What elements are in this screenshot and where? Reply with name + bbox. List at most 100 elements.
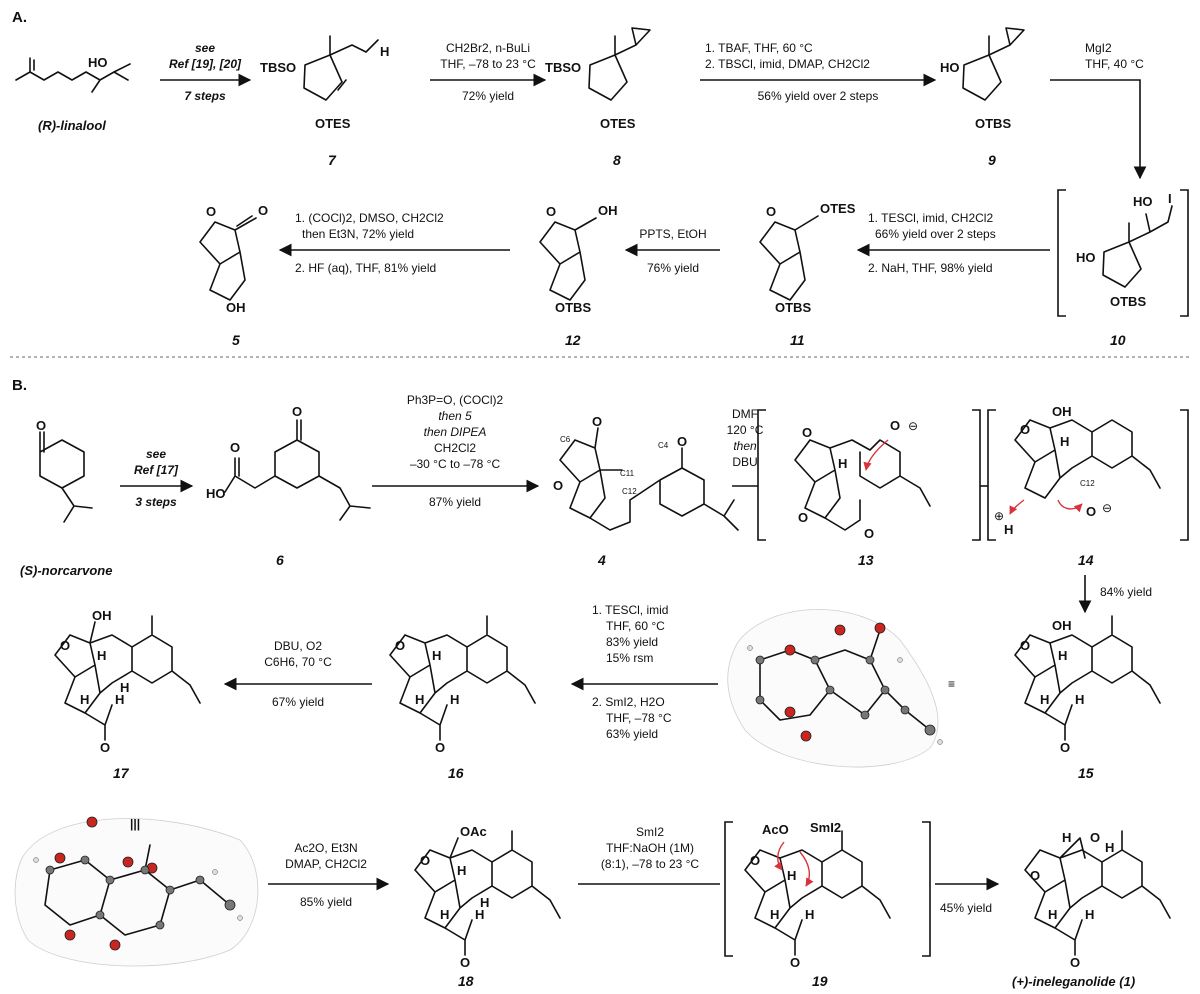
atom-oh: OH: [1052, 404, 1072, 419]
compound-6: HO O O 6: [206, 404, 371, 568]
atom-h-a: H: [457, 863, 466, 878]
svg-text:72% yield: 72% yield: [462, 89, 514, 103]
label-14: 14: [1078, 552, 1094, 568]
atom-c6: C6: [560, 435, 571, 444]
svg-text:see: see: [195, 41, 215, 55]
label-18: 18: [458, 973, 474, 989]
atom-ho: HO: [1076, 250, 1096, 265]
equivalence-symbol: ≡: [948, 677, 955, 691]
atom-o-ring: O: [802, 425, 812, 440]
svg-text:63% yield: 63% yield: [606, 727, 658, 741]
atom-otbs: OTBS: [555, 300, 591, 315]
svg-text:THF, 40 °C: THF, 40 °C: [1085, 57, 1144, 71]
conditions-step-9: Ph3P=O, (COCl)2 then 5 then DIPEA CH2Cl2…: [407, 393, 504, 509]
equivalence-symbol-vertical: |||: [130, 817, 140, 831]
label-5: 5: [232, 332, 240, 348]
svg-text:45% yield: 45% yield: [940, 901, 992, 915]
conditions-step-2: CH2Br2, n-BuLi THF, –78 to 23 °C 72% yie…: [440, 41, 536, 103]
conditions-step-3: 1. TBAF, THF, 60 °C 2. TBSCl, imid, DMAP…: [705, 41, 878, 103]
atom-o-ketone: O: [258, 203, 268, 218]
conditions-step-7: 1. (COCl)2, DMSO, CH2Cl2 then Et3N, 72% …: [295, 211, 444, 275]
atom-h-b: H: [1040, 692, 1049, 707]
svg-text:PPTS, EtOH: PPTS, EtOH: [639, 227, 706, 241]
svg-text:⊖: ⊖: [908, 419, 918, 433]
conditions-step-11: 84% yield: [1100, 585, 1152, 599]
atom-o-ring: O: [553, 478, 563, 493]
svg-text:THF, 60 °C: THF, 60 °C: [606, 619, 665, 633]
atom-oh: OH: [226, 300, 246, 315]
atom-o-carbonyl: O: [1060, 740, 1070, 755]
atom-o: O: [546, 204, 556, 219]
atom-o-ring: O: [1020, 422, 1030, 437]
atom-oh: OH: [92, 608, 112, 623]
atom-o-ring: O: [750, 853, 760, 868]
svg-text:MgI2: MgI2: [1085, 41, 1112, 55]
svg-text:2. HF (aq), THF, 81% yield: 2. HF (aq), THF, 81% yield: [295, 261, 436, 275]
label-6: 6: [276, 552, 284, 568]
atom-h-proton: H: [1004, 522, 1013, 537]
conditions-step-14: Ac2O, Et3N DMAP, CH2Cl2 85% yield: [285, 841, 367, 909]
atom-otbs: OTBS: [1110, 294, 1146, 309]
label-15: 15: [1078, 765, 1094, 781]
svg-text:76% yield: 76% yield: [647, 261, 699, 275]
label-norcarvone: (S)-norcarvone: [20, 563, 112, 578]
compound-5: O O OH 5: [199, 203, 268, 348]
svg-text:1. TESCl, imid: 1. TESCl, imid: [592, 603, 668, 617]
label-4: 4: [597, 552, 606, 568]
label-17: 17: [113, 765, 130, 781]
atom-h-b: H: [120, 680, 129, 695]
label-12: 12: [565, 332, 581, 348]
atom-h-c: H: [1075, 692, 1084, 707]
atom-tbso: TBSO: [260, 60, 296, 75]
svg-text:THF:NaOH (1M): THF:NaOH (1M): [606, 841, 694, 855]
section-a-label: A.: [12, 9, 27, 26]
atom-otbs: OTBS: [975, 116, 1011, 131]
atom-o-enone: O: [677, 434, 687, 449]
atom-o-ring: O: [1020, 638, 1030, 653]
label-9: 9: [988, 152, 996, 168]
atom-h-d: H: [475, 907, 484, 922]
compound-norcarvone: O (S)-norcarvone: [20, 418, 112, 578]
svg-text:THF, –78 °C: THF, –78 °C: [606, 711, 672, 725]
compound-7: TBSO H OTES 7: [260, 35, 389, 168]
atom-o-ketone: O: [292, 404, 302, 419]
conditions-step-4: MgI2 THF, 40 °C: [1085, 41, 1144, 71]
atom-c11: C11: [620, 469, 635, 478]
svg-text:15% rsm: 15% rsm: [606, 651, 653, 665]
atom-o-ring: O: [420, 853, 430, 868]
svg-text:THF, –78 to 23 °C: THF, –78 to 23 °C: [440, 57, 536, 71]
svg-text:then Et3N, 72% yield: then Et3N, 72% yield: [302, 227, 414, 241]
atom-aco: AcO: [762, 822, 789, 837]
label-8: 8: [613, 152, 621, 168]
atom-h-b: H: [415, 692, 424, 707]
conditions-step-8: see Ref [17] 3 steps: [134, 447, 179, 509]
compound-13: O H O O O ⊖ 13: [757, 409, 981, 568]
atom-h-d: H: [1085, 907, 1094, 922]
atom-o-lactone: O: [798, 510, 808, 525]
svg-text:⊖: ⊖: [1102, 501, 1112, 515]
atom-h-a: H: [1062, 830, 1071, 845]
label-13: 13: [858, 552, 874, 568]
svg-text:(8:1), –78 to 23 °C: (8:1), –78 to 23 °C: [601, 857, 700, 871]
atom-h-b: H: [480, 895, 489, 910]
compound-9: HO OTBS 9: [940, 27, 1025, 168]
atom-ho: HO: [88, 55, 108, 70]
svg-text:SmI2: SmI2: [636, 825, 664, 839]
atom-o-carbonyl: O: [864, 526, 874, 541]
atom-h-b: H: [770, 907, 779, 922]
atom-c12: C12: [1080, 479, 1095, 488]
svg-text:CH2Cl2: CH2Cl2: [434, 441, 476, 455]
atom-o: O: [36, 418, 46, 433]
xray-structure-17: [14, 816, 259, 967]
atom-otes: OTES: [600, 116, 636, 131]
svg-text:⊕: ⊕: [994, 509, 1004, 523]
svg-text:1. TBAF, THF, 60 °C: 1. TBAF, THF, 60 °C: [705, 41, 813, 55]
compound-linalool: HO (R)-linalool: [15, 55, 131, 133]
conditions-step-16: 45% yield: [940, 901, 992, 915]
label-7: 7: [328, 152, 337, 168]
atom-o-bridge: O: [1090, 830, 1100, 845]
svg-text:DMF: DMF: [732, 407, 758, 421]
atom-ho-top: HO: [1133, 194, 1153, 209]
atom-smi2: SmI2: [810, 820, 841, 835]
compound-11: O OTES OTBS 11: [759, 201, 856, 348]
